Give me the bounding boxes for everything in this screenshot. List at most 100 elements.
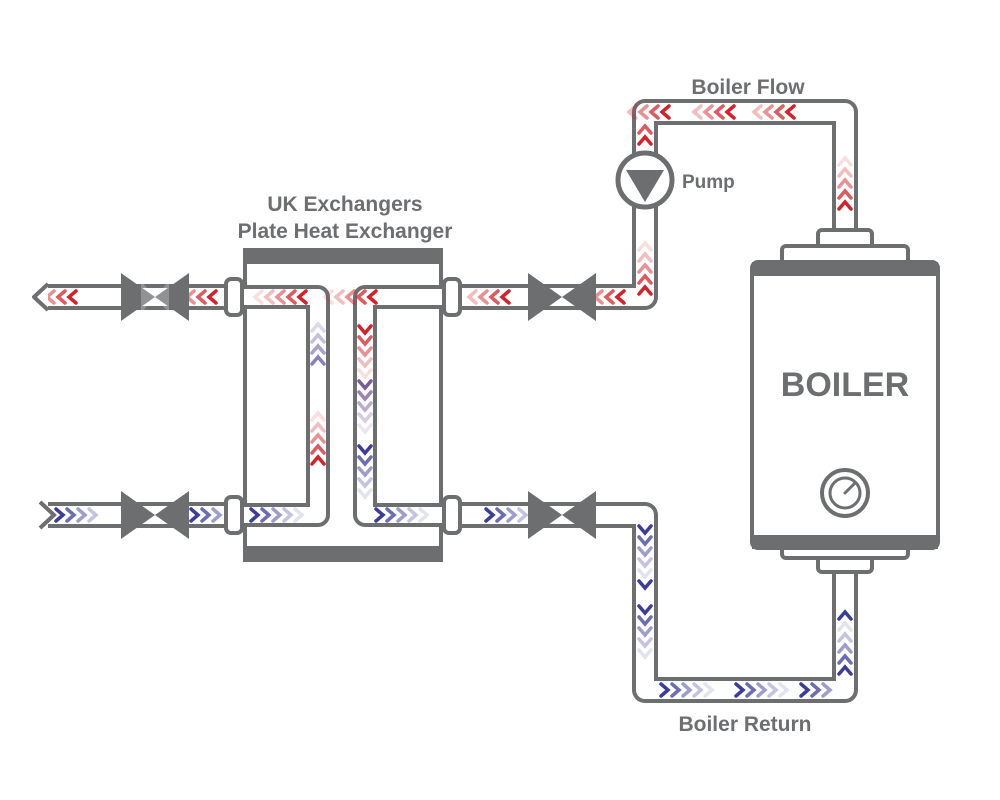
flow-arrows — [33, 104, 853, 698]
flow-arrow-mixed — [357, 401, 373, 413]
flow-arrow-cold — [637, 557, 653, 569]
flow-arrow-cold — [506, 507, 518, 523]
flow-arrow-cold — [703, 682, 715, 698]
flow-arrow-cold — [357, 477, 373, 489]
flow-arrow-cold — [745, 682, 757, 698]
exchanger-title-line1: UK Exchangers — [267, 193, 422, 216]
exchanger-port-top-right — [442, 277, 462, 317]
flow-arrow-cold — [637, 615, 653, 627]
flow-arrow-hot — [637, 251, 653, 263]
exchanger-port-bottom-right — [442, 495, 462, 535]
flow-arrow-hot — [206, 289, 218, 305]
flow-arrow-hot — [648, 104, 660, 120]
flow-arrow-cold — [385, 507, 397, 523]
exchanger-top-plate — [245, 250, 441, 264]
boiler — [750, 228, 940, 574]
flow-arrow-hot — [285, 289, 297, 305]
pipe-network — [48, 99, 858, 703]
flow-arrow-cold — [637, 604, 653, 616]
flow-arrow-cold — [734, 682, 746, 698]
flow-arrow-cold — [407, 507, 419, 523]
flow-arrow-cold — [271, 507, 283, 523]
flow-arrow-cold — [495, 507, 507, 523]
flow-arrow-hot — [637, 104, 649, 120]
flow-arrow-cold — [637, 626, 653, 638]
flow-arrow-cold — [293, 507, 305, 523]
flow-arrow-hot — [366, 289, 378, 305]
flow-arrow-mixed — [357, 412, 373, 424]
flow-arrow-cold — [821, 682, 833, 698]
flow-arrow-cold — [282, 507, 294, 523]
flow-arrow-hot — [762, 104, 774, 120]
flow-arrow-cold — [418, 507, 430, 523]
flow-arrow-hot — [837, 188, 853, 200]
flow-arrow-hot — [357, 335, 373, 347]
flow-arrow-cold — [837, 642, 853, 654]
plate-heat-exchanger — [224, 248, 462, 562]
flow-arrow-hot — [310, 421, 326, 433]
flow-arrow-hot — [488, 289, 500, 305]
flow-arrow-hot — [355, 289, 367, 305]
flow-arrow-mixed — [357, 390, 373, 402]
flow-arrow-cold — [659, 682, 671, 698]
exchanger-bottom-plate — [245, 546, 441, 560]
flow-arrow-hot — [637, 134, 653, 146]
butterfly-valve-icon — [121, 491, 189, 539]
flow-arrow-cold — [837, 653, 853, 665]
flow-arrow-cold — [756, 682, 768, 698]
flow-arrow-mixed — [310, 321, 326, 333]
flow-arrow-hot — [837, 177, 853, 189]
flow-arrow-hot — [274, 289, 286, 305]
flow-arrow-cold — [837, 664, 853, 676]
flow-arrow-mixed — [310, 354, 326, 366]
pump-icon — [615, 150, 675, 210]
flow-arrow-hot — [357, 324, 373, 336]
flow-arrow-cold — [637, 535, 653, 547]
flow-arrow-hot — [626, 104, 638, 120]
flow-arrow-hot — [724, 104, 736, 120]
flow-arrow-hot — [466, 289, 478, 305]
flow-arrow-hot — [344, 289, 356, 305]
flow-arrow-cold — [76, 507, 88, 523]
flow-arrow-hot — [603, 289, 615, 305]
flow-arrow-cold — [357, 444, 373, 456]
flow-arrow-cold — [837, 609, 853, 621]
flow-arrow-cold — [670, 682, 682, 698]
flow-arrow-cold — [200, 507, 212, 523]
flow-arrow-hot — [837, 155, 853, 167]
exchanger-title-line2: Plate Heat Exchanger — [238, 220, 453, 243]
boiler-return-label: Boiler Return — [678, 713, 811, 736]
flow-arrow-cold — [87, 507, 99, 523]
boiler-flow-label: Boiler Flow — [691, 76, 805, 99]
flow-arrow-cold — [260, 507, 272, 523]
flow-arrow-cold — [692, 682, 704, 698]
flow-arrow-cold — [396, 507, 408, 523]
flow-arrow-hot — [296, 289, 308, 305]
flow-arrow-hot — [614, 289, 626, 305]
flow-arrow-hot — [310, 443, 326, 455]
flow-arrow-hot — [691, 104, 703, 120]
flow-arrow-hot — [637, 123, 653, 135]
flow-arrow-cold — [799, 682, 811, 698]
pipe-end-cap-bottom — [38, 500, 57, 530]
butterfly-valve-icon — [528, 273, 596, 321]
exchanger-port-top-left — [224, 277, 244, 317]
flow-arrow-mixed — [310, 332, 326, 344]
flow-arrow-hot — [784, 104, 796, 120]
flow-arrow-cold — [637, 579, 653, 591]
flow-arrow-cold — [637, 524, 653, 536]
flow-arrow-cold — [778, 682, 790, 698]
flow-arrow-cold — [249, 507, 261, 523]
flow-arrow-mixed — [357, 379, 373, 391]
flow-arrow-cold — [374, 507, 386, 523]
pump-label: Pump — [682, 172, 735, 193]
flow-arrow-cold — [211, 507, 223, 523]
flow-arrow-cold — [637, 637, 653, 649]
flow-arrow-hot — [310, 432, 326, 444]
flow-arrow-hot — [263, 289, 275, 305]
flow-arrow-hot — [702, 104, 714, 120]
flow-arrow-mixed — [310, 343, 326, 355]
flow-arrow-cold — [357, 466, 373, 478]
flow-arrow-hot — [837, 166, 853, 178]
